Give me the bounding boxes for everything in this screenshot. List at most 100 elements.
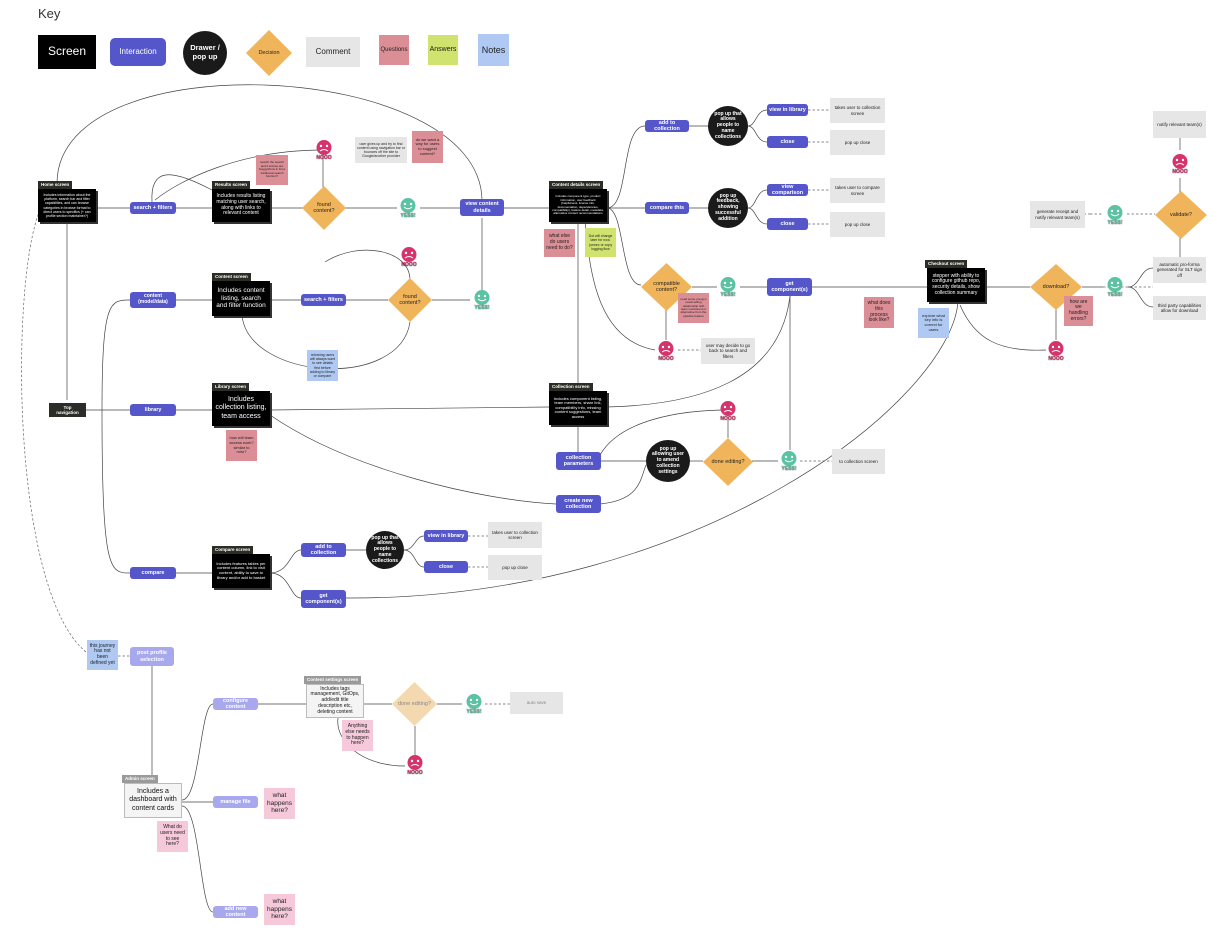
nooo-label: NOOO <box>407 770 423 776</box>
pop-up-close-comment-3: pop up close <box>488 555 542 580</box>
collection-screen[interactable]: Includes component listing, team members… <box>549 391 607 425</box>
add-to-collection-button-2[interactable]: add to collection <box>301 543 346 557</box>
add-new-content-button[interactable]: add new content <box>213 906 258 918</box>
content-settings-screen-title: Content settings screen <box>304 676 362 684</box>
give-up-comment: user gives up and try to find content us… <box>355 137 407 163</box>
nooo-label: NOOO <box>720 416 736 422</box>
yess-face-icon <box>720 277 736 292</box>
name-collection-popup-2[interactable]: pop up that allows people to name collec… <box>366 531 404 569</box>
configure-content-button[interactable]: configure content <box>213 698 258 710</box>
amend-collection-popup[interactable]: pop up allowing user to amend collection… <box>646 440 690 482</box>
name-collection-popup[interactable]: pop up that allows people to name collec… <box>708 106 748 146</box>
auto-pro-forma-comment: automatic pro-forma generated for SLT si… <box>1153 257 1206 283</box>
compare-button[interactable]: compare <box>130 567 176 579</box>
close-button-3[interactable]: close <box>424 561 468 573</box>
yess-badge-icon: YESS! <box>778 450 800 472</box>
get-components-button[interactable]: get component(s) <box>767 278 812 296</box>
compare-screen-title: Compare screen <box>212 546 254 554</box>
content-button[interactable]: content (model/data) <box>130 292 176 308</box>
library-screen-title: Library screen <box>212 383 250 391</box>
yess-label: YESS! <box>781 466 797 472</box>
content-settings-screen[interactable]: Includes tags management, GitOps, add/ed… <box>306 684 364 718</box>
done-editing-decision-2[interactable]: done editing? <box>392 682 437 726</box>
home-screen[interactable]: Includes information about the platform,… <box>38 189 96 222</box>
view-in-library-button[interactable]: view in library <box>767 104 808 116</box>
journey-undefined-note: this journey has not been defined yet <box>87 640 118 670</box>
results-screen[interactable]: Includes results listing matching user s… <box>212 189 270 222</box>
yess-badge-icon: YESS! <box>1104 276 1126 298</box>
nooo-badge-icon: NOOO <box>1045 340 1067 362</box>
decision-label: compatible content? <box>653 280 680 293</box>
key-drawer: Drawer / pop up <box>183 31 227 75</box>
admin-screen[interactable]: Includes a dashboard with content cards <box>124 783 182 818</box>
search-filters-button-2[interactable]: search + filters <box>301 294 346 306</box>
change-later-answer: Dot will change later for now. (unnec or… <box>585 228 616 257</box>
decision-shape <box>302 186 346 230</box>
checkout-screen-title: Checkout screen <box>925 260 968 268</box>
nooo-label: NOOO <box>658 356 674 362</box>
what-happens-note-2: what happens here? <box>264 894 295 925</box>
found-content-decision[interactable]: found content? <box>302 186 346 230</box>
library-screen[interactable]: Includes collection listing, team access <box>212 391 270 426</box>
decision-label: done editing? <box>711 458 745 465</box>
key-title: Key <box>38 6 61 21</box>
decision-shape <box>703 438 753 486</box>
nooo-label: NOOO <box>1172 169 1188 175</box>
yess-badge-icon: YESS! <box>471 289 493 311</box>
view-comparison-button[interactable]: view comparison <box>767 184 808 196</box>
found-content-decision-2[interactable]: found content? <box>388 278 432 322</box>
key-interaction: Interaction <box>110 38 166 66</box>
what-else-question: what else do users need to do? <box>544 229 575 257</box>
get-components-button-2[interactable]: get component(s) <box>301 590 346 608</box>
content-details-screen[interactable]: Includes component type, product informa… <box>549 189 607 222</box>
anything-else-note: Anything else needs to happen here? <box>342 720 373 751</box>
add-to-collection-button[interactable]: add to collection <box>645 120 689 132</box>
decision-shape <box>1155 191 1207 239</box>
key-questions: Questions <box>379 35 409 65</box>
to-collection-comment: to collection screen <box>832 449 885 474</box>
done-editing-decision[interactable]: done editing? <box>703 438 753 486</box>
search-filters-button[interactable]: search + filters <box>130 202 176 214</box>
decision-label: download? <box>1042 283 1070 290</box>
suggest-content-question: do we want a way for users to suggest co… <box>412 131 443 163</box>
what-need-see-note: What do users need to see here? <box>157 821 188 852</box>
compare-screen[interactable]: Includes features tables per content col… <box>212 554 270 588</box>
post-profile-selection-button[interactable]: post profile selection <box>130 647 174 666</box>
yess-label: YESS! <box>466 709 482 715</box>
collection-parameters-button[interactable]: collection parameters <box>556 452 601 470</box>
close-button[interactable]: close <box>767 136 808 148</box>
feedback-popup[interactable]: pop up feedback, showing successful addi… <box>708 188 748 228</box>
collection-screen-title: Collection screen <box>549 383 593 391</box>
yess-face-icon <box>1107 277 1123 292</box>
key-decision-shape <box>246 30 292 76</box>
compare-this-button[interactable]: compare this <box>645 202 689 214</box>
manage-file-button[interactable]: manage file <box>213 796 258 808</box>
returning-user-note: returning users will always want to see … <box>307 350 338 381</box>
third-party-comment: third party capabilities allow for downl… <box>1153 296 1206 320</box>
explore-key-info-note: explore what key info is correct for use… <box>918 308 949 338</box>
takes-to-compare-comment: takes user to compare screen <box>830 178 885 203</box>
content-screen[interactable]: Includes content listing, search and fil… <box>212 281 270 316</box>
decision-label: done editing? <box>397 700 432 707</box>
key-answers: Answers <box>428 35 458 65</box>
view-in-library-button-2[interactable]: view in library <box>424 530 468 542</box>
library-button[interactable]: library <box>130 404 176 416</box>
yess-label: YESS! <box>1107 220 1123 226</box>
checkout-screen[interactable]: stepper with ability to configure github… <box>927 268 985 302</box>
takes-to-collection-comment: takes user to collection screen <box>830 98 885 123</box>
key-notes: Notes <box>478 34 509 66</box>
create-new-collection-button[interactable]: create new collection <box>556 495 601 513</box>
view-content-details-button[interactable]: view content details <box>460 199 504 216</box>
yess-label: YESS! <box>1107 292 1123 298</box>
nooo-badge-icon: NOOO <box>717 400 739 422</box>
nooo-face-icon <box>407 755 423 770</box>
yess-face-icon <box>466 694 482 709</box>
yess-badge-icon: YESS! <box>397 197 419 219</box>
process-look-question: what does this process look like? <box>864 297 894 328</box>
top-navigation[interactable]: Top navigation <box>49 403 86 417</box>
yess-face-icon <box>400 198 416 213</box>
validate-decision[interactable]: validate? <box>1155 191 1207 239</box>
yess-label: YESS! <box>400 213 416 219</box>
close-button-2[interactable]: close <box>767 218 808 230</box>
